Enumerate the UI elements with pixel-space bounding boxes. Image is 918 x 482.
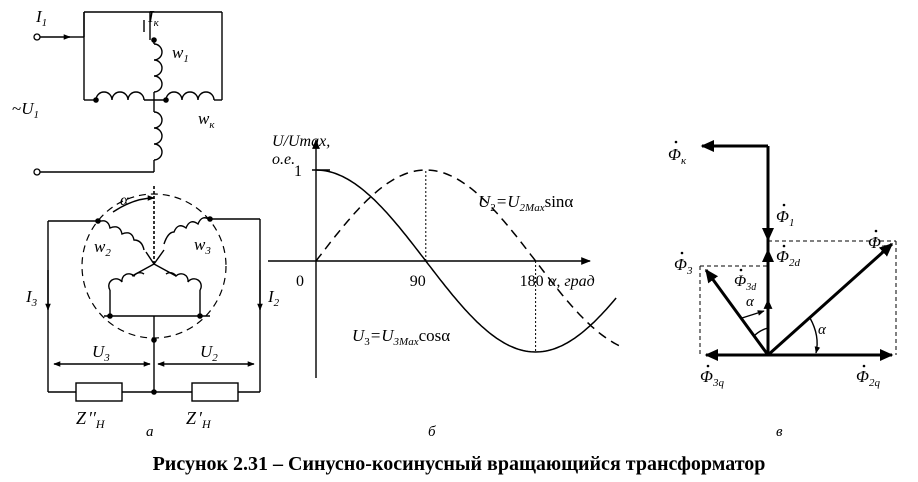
- series-line-u2-sin: [315, 169, 622, 348]
- label-alpha-circuit: α: [120, 192, 129, 209]
- resistor-zh1: [191, 382, 239, 402]
- label-u1: ~U1: [12, 99, 39, 121]
- label-phi3d: Φ3d: [734, 273, 757, 293]
- panel-label-a: а: [146, 424, 154, 440]
- alpha-arc-phi3: [753, 327, 769, 337]
- resistor-zh2: [75, 382, 123, 402]
- label-phi3: Φ3: [674, 255, 693, 277]
- label-ik: Iк: [147, 7, 160, 29]
- panel-label-c: в: [776, 424, 783, 440]
- label-w1: w1: [172, 43, 189, 65]
- label-u3: U3: [92, 342, 110, 364]
- label-i3: I3: [25, 287, 38, 309]
- label-phi1: Φ1: [776, 207, 794, 229]
- circuit-diagram: I1 Iк w1 wк ~U1 α w2 w3 I3 I2 U3 U2 Z′′H…: [12, 7, 280, 440]
- x-axis-label: α, град: [548, 273, 595, 290]
- terminal-bottom: [33, 168, 41, 176]
- label-phik: Φк: [668, 145, 687, 167]
- alpha-arc-phi2: [809, 317, 821, 354]
- label-phi2q: Φ2q: [856, 367, 880, 389]
- panel-label-b: б: [428, 424, 436, 440]
- series-label-u3: U3=U3Maxcosα: [352, 326, 450, 348]
- y-axis-label-line1: U/Umax,: [272, 133, 330, 150]
- coil-w2: [97, 220, 145, 251]
- coil-rotor-right: [165, 272, 202, 291]
- y-tick-label: 1: [294, 163, 302, 180]
- label-zh1: Z′H: [186, 408, 212, 431]
- label-phi2: Φ2: [868, 233, 887, 255]
- label-alpha-phi3: α: [746, 294, 755, 310]
- x-tick-label: 180: [520, 273, 544, 290]
- coil-rotor-left: [108, 272, 145, 291]
- coil-wk-left: [95, 91, 145, 101]
- label-alpha-phi2: α: [818, 322, 827, 338]
- label-i2: I2: [267, 287, 280, 309]
- terminal-top: [33, 33, 41, 41]
- label-w2: w2: [94, 237, 111, 259]
- label-wk: wк: [198, 109, 215, 131]
- phasor-diagram: Φк Φ1 Φ2 Φ2d Φ3 Φ3d α α Φ3q Φ2q в: [668, 139, 897, 440]
- x-tick-label: 90: [410, 273, 426, 290]
- phasor-phi3: [704, 268, 770, 356]
- coil-wk-right: [165, 91, 215, 101]
- label-i1: I1: [35, 7, 47, 29]
- label-phi2d: Φ2d: [776, 247, 800, 269]
- label-u2: U2: [200, 342, 218, 364]
- coil-w3: [163, 217, 211, 245]
- label-zh2: Z′′H: [76, 408, 106, 431]
- x-tick-label: 0: [296, 273, 304, 290]
- y-axis-label-line2: о.е.: [272, 151, 295, 168]
- phasor-phi2: [766, 242, 894, 357]
- series-line-u3-cos: [315, 169, 617, 353]
- series-label-u2: U2=U2Maxsinα: [478, 192, 573, 214]
- alpha-arc: [112, 195, 155, 213]
- label-phi3q: Φ3q: [700, 367, 724, 389]
- figure-caption: Рисунок 2.31 – Синусно-косинусный вращаю…: [153, 453, 766, 475]
- coil-w1: [153, 43, 163, 93]
- label-w3: w3: [194, 235, 211, 257]
- sin-cos-chart: U/Umax, о.е. α, град 1 0 90 180 U2=U2Maxsin…: [268, 133, 622, 440]
